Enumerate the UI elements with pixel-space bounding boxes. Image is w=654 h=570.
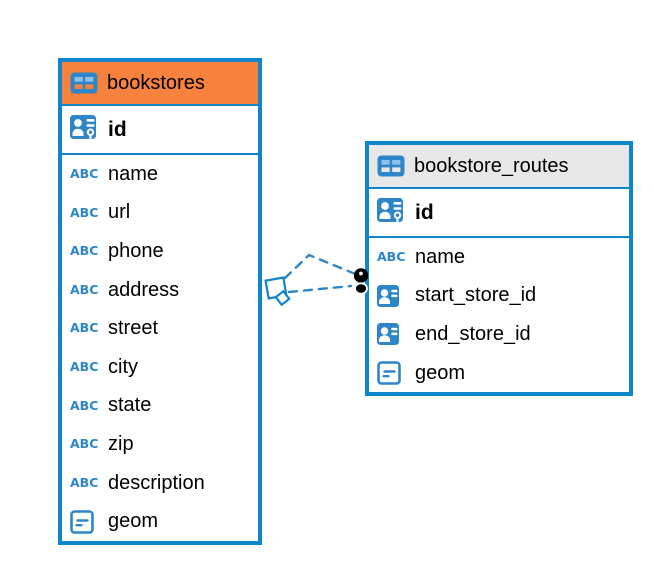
- table-bookstore-routes[interactable]: bookstore_routes id ABC name start_store_i…: [365, 141, 633, 397]
- column-row-address[interactable]: ABC address: [62, 271, 258, 310]
- column-name: geom: [108, 510, 159, 533]
- column-name: state: [108, 394, 152, 417]
- column-row-phone[interactable]: ABC phone: [62, 232, 258, 271]
- reference-icon: [377, 284, 415, 307]
- column-name: start_store_id: [415, 284, 537, 307]
- column-row-name[interactable]: ABC name: [62, 155, 258, 194]
- column-row-start_store_id[interactable]: start_store_id: [369, 277, 629, 316]
- column-row-state[interactable]: ABC state: [62, 387, 258, 426]
- text-icon: ABC: [377, 249, 406, 265]
- column-name: zip: [108, 432, 134, 455]
- column-row-street[interactable]: ABC street: [62, 309, 258, 348]
- column-name: geom: [415, 361, 466, 384]
- text-icon: ABC: [70, 320, 99, 336]
- column-name: city: [108, 355, 138, 378]
- text-icon: ABC: [70, 397, 99, 413]
- column-name: url: [108, 201, 131, 224]
- column-name: name: [415, 245, 466, 268]
- text-icon: ABC: [70, 243, 99, 259]
- column-name: address: [108, 278, 180, 301]
- column-name: name: [108, 162, 159, 185]
- table-title: bookstores: [107, 71, 205, 94]
- primary-key-icon: [70, 114, 108, 145]
- column-row-id[interactable]: id: [62, 106, 258, 153]
- column-name: phone: [108, 239, 164, 262]
- column-name: description: [108, 471, 205, 494]
- column-row-url[interactable]: ABC url: [62, 194, 258, 233]
- column-row-zip[interactable]: ABC zip: [62, 425, 258, 464]
- text-icon: ABC: [70, 166, 99, 182]
- relationship-line-lower[interactable]: [287, 284, 353, 294]
- relationship-source-marker[interactable]: [264, 276, 291, 307]
- text-icon: ABC: [70, 204, 99, 220]
- text-icon: ABC: [70, 281, 99, 297]
- column-row-geom[interactable]: geom: [369, 354, 629, 393]
- reference-icon: [377, 323, 415, 346]
- column-row-end_store_id[interactable]: end_store_id: [369, 315, 629, 354]
- column-row-city[interactable]: ABC city: [62, 348, 258, 387]
- column-name: id: [108, 117, 127, 141]
- column-row-geom[interactable]: geom: [62, 502, 258, 541]
- geometry-icon: [377, 361, 415, 385]
- geometry-icon: [70, 509, 108, 534]
- column-row-description[interactable]: ABC description: [62, 464, 258, 503]
- table-header[interactable]: bookstore_routes: [369, 145, 629, 187]
- table-icon: [377, 155, 414, 177]
- column-row-id[interactable]: id: [369, 189, 629, 236]
- table-title: bookstore_routes: [414, 154, 569, 177]
- column-name: end_store_id: [415, 322, 531, 345]
- table-icon: [70, 72, 107, 94]
- primary-key-section: id: [369, 187, 629, 236]
- column-name: street: [108, 317, 159, 340]
- primary-key-section: id: [62, 104, 258, 153]
- text-icon: ABC: [70, 436, 99, 452]
- text-icon: ABC: [70, 359, 99, 375]
- column-row-name[interactable]: ABC name: [369, 238, 629, 277]
- relationship-line-upper[interactable]: [283, 253, 355, 280]
- table-header[interactable]: bookstores: [62, 62, 258, 104]
- text-icon: ABC: [70, 474, 99, 490]
- primary-key-icon: [377, 197, 415, 228]
- column-name: id: [415, 200, 434, 224]
